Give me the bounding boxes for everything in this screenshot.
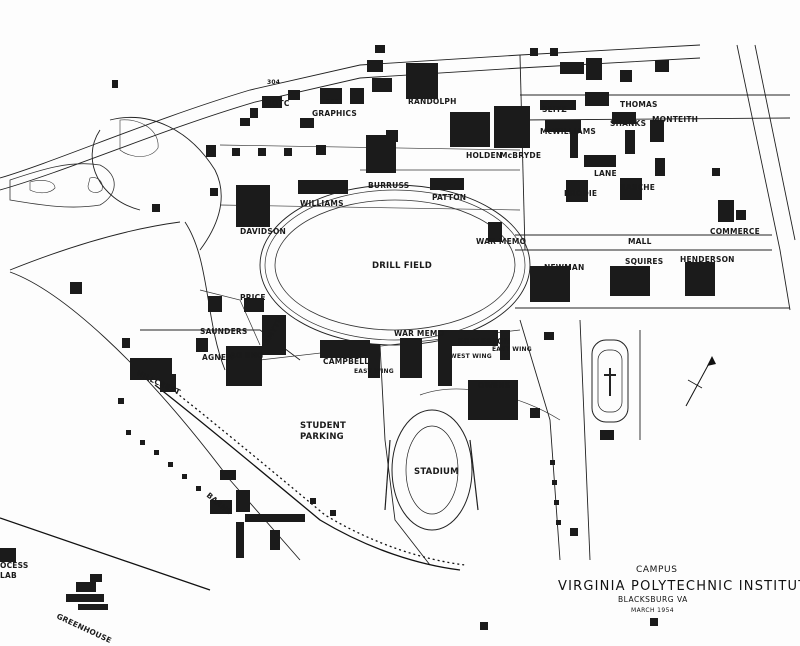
label-process-lab-2: LAB — [0, 571, 17, 580]
label-student-parking: STUDENT — [300, 421, 346, 431]
label-holden: HOLDEN — [466, 151, 502, 160]
label-mall: MALL — [628, 237, 652, 246]
label-shanks: SHANKS — [610, 119, 646, 128]
label-seitz: SEITZ — [542, 105, 567, 114]
label-graphics: GRAPHICS — [312, 109, 357, 118]
label-west-wing: WEST WING — [450, 353, 492, 360]
stadium — [384, 409, 479, 531]
title-date: MARCH 1954 — [631, 607, 674, 614]
roads — [0, 44, 796, 566]
label-agnew: AGNEW — [202, 353, 235, 362]
label-eggleston: EGGLESTON — [458, 337, 510, 346]
railroad — [0, 379, 466, 591]
label-monteith: MONTEITH — [652, 115, 698, 124]
north-arrow-icon — [685, 356, 716, 407]
label-process-lab: OCESS — [0, 561, 28, 570]
label-east-wing-campbell: EAST WING — [354, 368, 394, 375]
label-mcbryde: McBRYDE — [500, 151, 541, 160]
label-war-memo-2: WAR MEMO — [394, 329, 444, 338]
label-newman: NEWMAN — [544, 263, 584, 272]
label-lane: LANE — [594, 169, 617, 178]
label-drill-field: DRILL FIELD — [372, 261, 432, 271]
label-davidson: DAVIDSON — [240, 227, 286, 236]
label-304: 304 — [267, 79, 280, 86]
label-campbell: CAMPBELL — [323, 357, 369, 366]
label-burruss: BURRUSS — [368, 181, 409, 190]
label-saunders: SAUNDERS — [200, 327, 247, 336]
label-henderson: HENDERSON — [680, 255, 735, 264]
label-302: 302 — [326, 99, 339, 106]
title-block: CAMPUS VIRGINIA POLYTECHNIC INSTITUTE BL… — [558, 565, 800, 614]
buildings — [0, 45, 746, 630]
label-mcwilliams: McWILLIAMS — [540, 127, 596, 136]
label-patton: PATTON — [432, 193, 466, 202]
label-thomas: THOMAS — [620, 100, 658, 109]
monument-oval — [591, 339, 629, 423]
label-commerce: COMMERCE — [710, 227, 760, 236]
label-squires: SQUIRES — [625, 257, 663, 266]
label-rasche: RASCHE — [620, 183, 655, 192]
title-location: BLACKSBURG VA — [618, 595, 688, 604]
label-brodie: BRODIE — [564, 189, 597, 198]
title-institute: VIRGINIA POLYTECHNIC INSTITUTE — [558, 579, 800, 594]
label-owens: OWENS — [478, 381, 510, 390]
title-campus: CAMPUS — [636, 565, 678, 575]
label-williams: WILLIAMS — [300, 199, 344, 208]
label-stadium: STADIUM — [414, 467, 459, 477]
drill-field — [274, 199, 516, 331]
label-student-parking-2: PARKING — [300, 432, 344, 442]
label-east-wing-eggleston: EAST WING — [492, 346, 532, 353]
label-war-memo: WAR MEMO — [476, 237, 526, 246]
label-randolph: RANDOLPH — [408, 97, 457, 106]
label-rotc: ROTC — [266, 99, 290, 108]
pond-area — [9, 119, 159, 208]
label-price: PRICE — [240, 293, 266, 302]
label-ag-eng: AG ENG — [230, 351, 263, 360]
